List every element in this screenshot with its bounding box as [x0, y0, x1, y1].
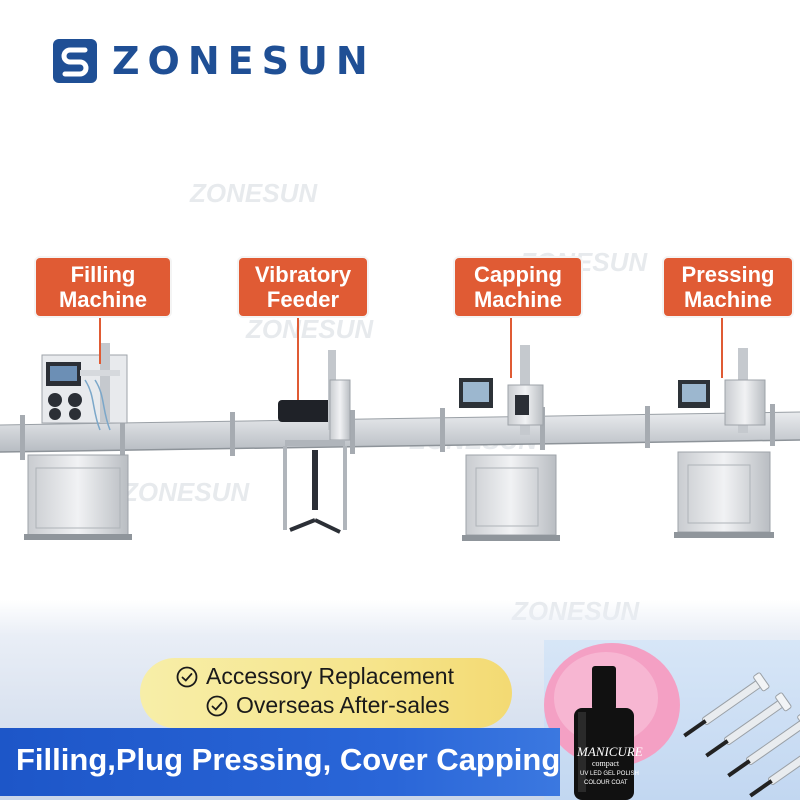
product-panel: MANICURE compact UV LED GEL POLISH COLOU… [544, 640, 800, 800]
zonesun-logo-icon [53, 39, 97, 83]
headline-text: Filling,Plug Pressing, Cover Capping [16, 742, 561, 777]
production-line-illustration [0, 343, 800, 541]
label-line: Filling [70, 262, 136, 287]
feature-text: Overseas After-sales [236, 692, 450, 718]
watermark: ZONESUN [246, 314, 374, 344]
label-line: Pressing [681, 262, 775, 287]
feature-text: Accessory Replacement [206, 663, 454, 689]
conveyor [0, 404, 800, 460]
label-line: Machine [683, 287, 773, 312]
product-brand: MANICURE [577, 744, 643, 759]
label-capping-machine: Capping Machine [455, 258, 581, 316]
label-pointer [510, 318, 512, 378]
label-pressing-machine: Pressing Machine [664, 258, 792, 316]
label-vibratory-feeder: Vibratory Feeder [239, 258, 367, 316]
label-line: Machine [473, 287, 563, 312]
label-line: Capping [474, 262, 562, 287]
watermark: ZONESUN [122, 477, 250, 507]
brush-icons [683, 672, 800, 798]
label-filling-machine: Filling Machine [36, 258, 170, 316]
label-line: Machine [58, 287, 148, 312]
capping-machine [459, 345, 560, 541]
product-desc: UV LED GEL POLISH [580, 771, 639, 777]
check-circle-icon [176, 666, 198, 687]
product-illustration [544, 643, 800, 800]
label-pointer [297, 318, 299, 400]
feature-item: Overseas After-sales [206, 692, 449, 719]
features-pill [140, 658, 512, 728]
label-line: Vibratory [254, 262, 352, 287]
feature-item: Accessory Replacement [176, 663, 454, 690]
vibratory-feeder [278, 350, 351, 534]
filling-machine [24, 343, 132, 540]
label-pointer [99, 318, 101, 364]
pressing-machine [674, 348, 774, 538]
label-line: Feeder [266, 287, 340, 312]
nail-polish-bottle-icon [574, 666, 634, 800]
check-circle-icon [206, 695, 228, 716]
brand-logo: ZONESUN [52, 38, 376, 84]
label-pointer [721, 318, 723, 378]
brand-name: ZONESUN [112, 39, 376, 83]
product-sub: compact [592, 759, 620, 768]
headline-bar [0, 728, 560, 796]
watermark: ZONESUN [190, 178, 318, 208]
product-desc-2: COLOUR COAT [584, 780, 628, 786]
